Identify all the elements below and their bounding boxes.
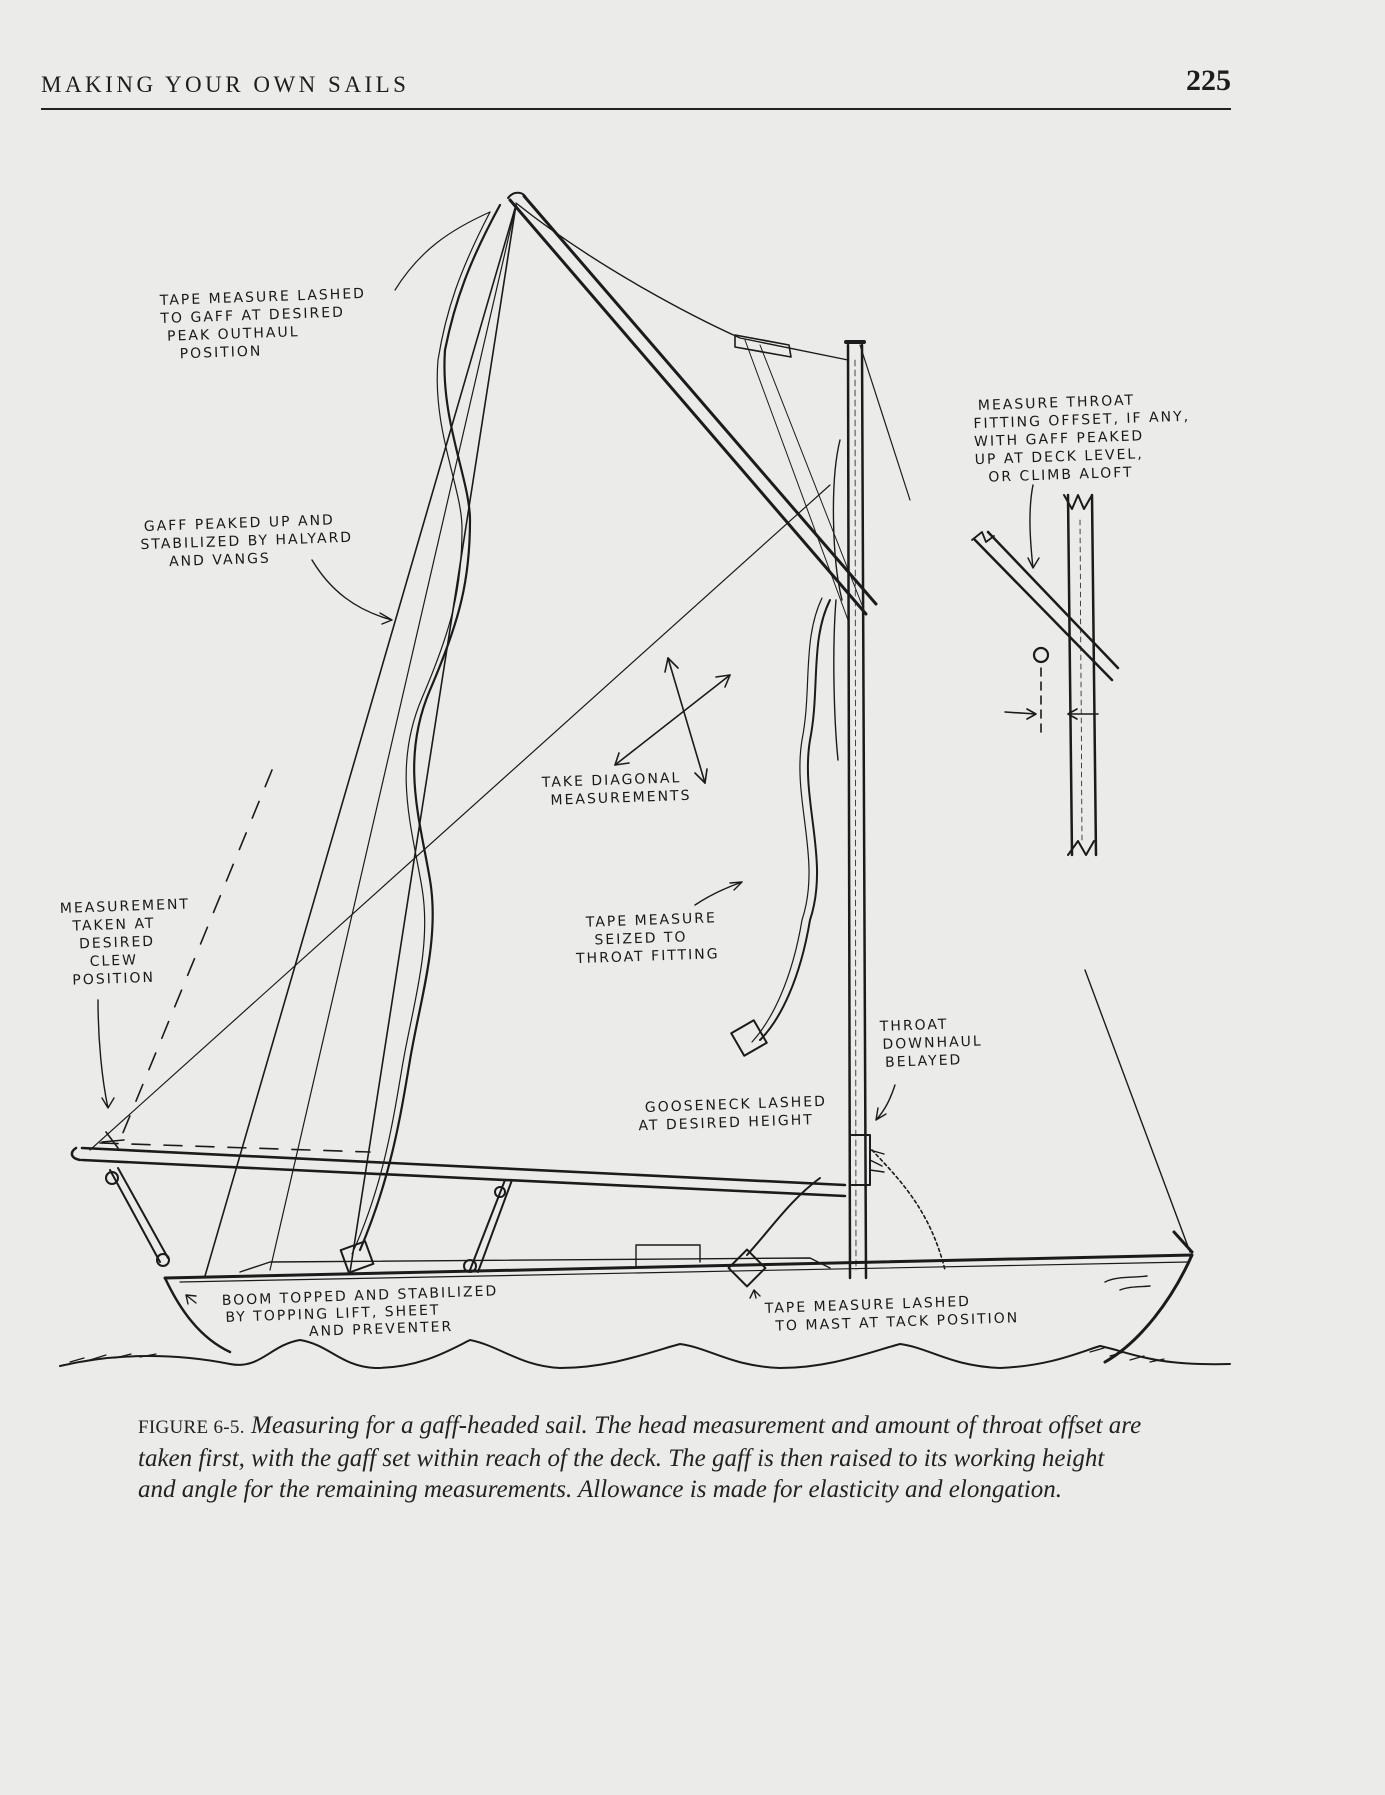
inset-gaff bbox=[973, 530, 1120, 682]
label-throat-fitting: TAPE MEASURE SEIZED TO THROAT FITTING bbox=[574, 910, 725, 967]
diagonal-arrow-1 bbox=[614, 674, 731, 766]
tape-measure-throat bbox=[759, 599, 831, 1041]
running-head: MAKING YOUR OWN SAILS bbox=[41, 72, 410, 97]
label-peak-outhaul: TAPE MEASURE LASHED TO GAFF AT DESIRED P… bbox=[159, 286, 375, 363]
label-downhaul: THROAT DOWNHAUL BELAYED bbox=[879, 1015, 990, 1071]
page-number: 225 bbox=[1186, 64, 1231, 97]
mast bbox=[846, 343, 868, 1280]
inset-mast bbox=[1066, 493, 1098, 857]
caption-label: FIGURE 6-5. bbox=[138, 1417, 245, 1438]
boom bbox=[80, 1146, 847, 1198]
label-throat-offset: MEASURE THROAT FITTING OFFSET, IF ANY, W… bbox=[973, 390, 1199, 486]
label-gaff-peaked: GAFF PEAKED UP AND STABILIZED BY HALYARD… bbox=[140, 511, 361, 571]
label-gooseneck: GOOSENECK LASHED AT DESIRED HEIGHT bbox=[638, 1093, 835, 1134]
boat-drawing: TAPE MEASURE LASHED TO GAFF AT DESIRED P… bbox=[59, 191, 1231, 1369]
caption-text: Measuring for a gaff-headed sail. The he… bbox=[138, 1412, 1142, 1503]
label-diagonal: TAKE DIAGONAL MEASUREMENTS bbox=[541, 770, 692, 809]
peak-halyard bbox=[515, 202, 849, 361]
sail-leech bbox=[349, 204, 517, 1273]
hull bbox=[163, 1253, 1194, 1364]
tape-measure-luff bbox=[358, 203, 502, 1252]
water-waves bbox=[59, 1339, 1231, 1369]
label-boom-topped: BOOM TOPPED AND STABILIZED BY TOPPING LI… bbox=[222, 1283, 507, 1343]
gaff bbox=[508, 194, 878, 616]
page-header: MAKING YOUR OWN SAILS 225 bbox=[41, 64, 1231, 110]
figure-caption: FIGURE 6-5. Measuring for a gaff-headed … bbox=[138, 1410, 1148, 1505]
diagonal-arrow-2 bbox=[667, 657, 706, 784]
gaff-sail-measuring-illustration: TAPE MEASURE LASHED TO GAFF AT DESIRED P… bbox=[0, 150, 1385, 1400]
label-tack: TAPE MEASURE LASHED TO MAST AT TACK POSI… bbox=[764, 1292, 1020, 1335]
label-clew: MEASUREMENT TAKEN AT DESIRED CLEW POSITI… bbox=[60, 896, 200, 989]
